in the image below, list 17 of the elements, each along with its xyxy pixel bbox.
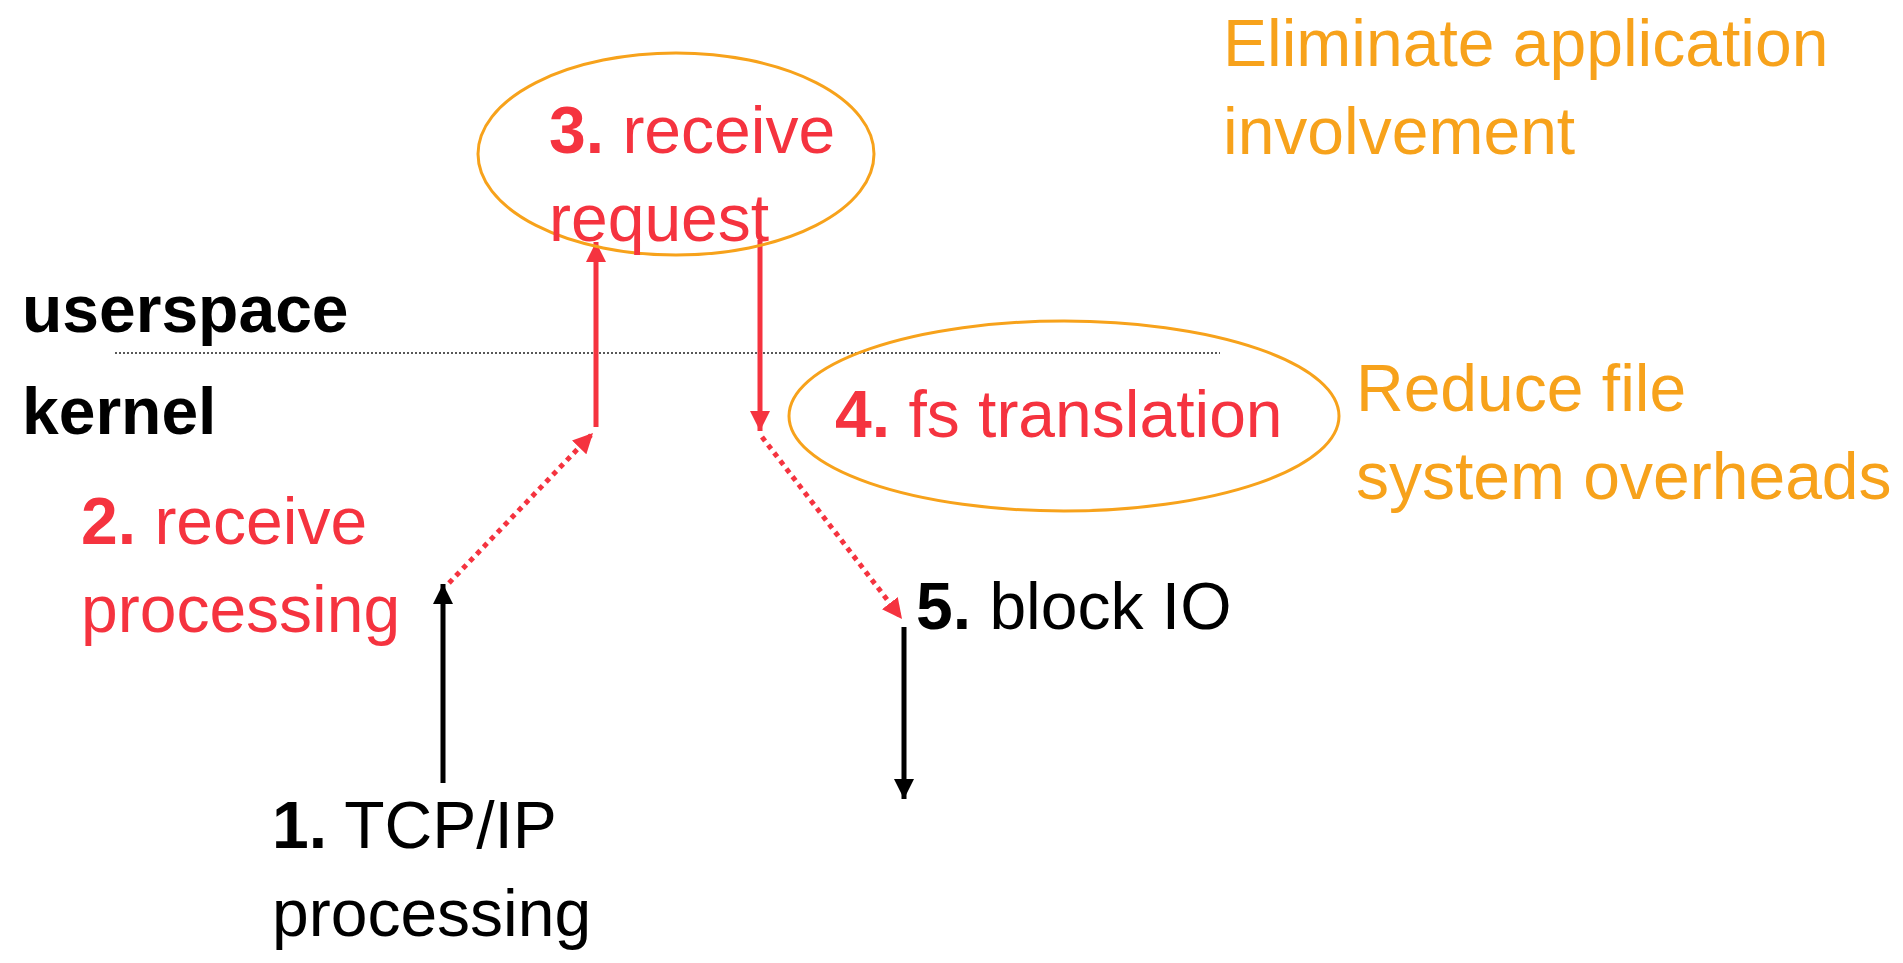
highlight-ellipse	[476, 51, 876, 257]
dotted-arrow	[760, 435, 904, 621]
dotted-arrow	[447, 431, 595, 585]
layer-label: userspace	[22, 271, 349, 348]
step-label: 1. TCP/IP processing	[272, 782, 612, 958]
arrow	[586, 242, 606, 427]
layer-label: kernel	[22, 373, 217, 450]
arrow	[894, 627, 914, 799]
step-label: 3. receive request	[549, 92, 837, 257]
annotation-text: Reduce file system overheads	[1356, 350, 1893, 515]
step-label: 4. fs translation	[835, 376, 1284, 453]
arrow	[433, 584, 453, 783]
step-label: 5. block IO	[916, 563, 1232, 651]
highlight-ellipse	[787, 319, 1341, 513]
step-label: 2. receive processing	[81, 478, 421, 654]
arrow	[750, 240, 770, 431]
annotation-text: Eliminate application involvement	[1223, 5, 1830, 170]
